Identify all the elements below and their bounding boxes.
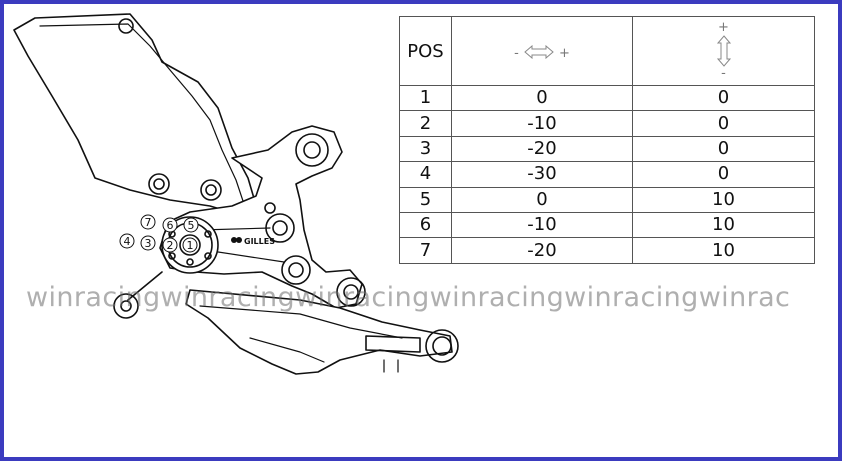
cell-horizontal: 0 — [451, 186, 633, 213]
svg-text:3: 3 — [145, 237, 152, 250]
cell-pos: 7 — [399, 237, 452, 264]
shift-lever-arm — [185, 289, 453, 375]
heel-guard-bolt-2 — [200, 179, 222, 201]
cell-pos: 6 — [399, 211, 452, 239]
table-row: 6 -10 10 — [399, 211, 815, 239]
pivot-bolt-lower — [281, 255, 311, 285]
header-vertical: + - — [632, 16, 815, 86]
horizontal-adjust-arrow-icon — [524, 44, 554, 60]
vertical-minus-label: - — [721, 66, 726, 81]
cell-horizontal: -10 — [451, 110, 633, 137]
marker-2: 2 — [162, 237, 178, 253]
cell-vertical: 10 — [632, 237, 815, 264]
header-horizontal: - + — [451, 16, 633, 86]
vertical-adjust-arrow-icon — [716, 35, 731, 67]
table-row: 5 0 10 — [399, 186, 815, 213]
cell-vertical: 0 — [632, 110, 815, 137]
lever-tip-knob — [425, 329, 459, 363]
cell-horizontal: -30 — [451, 161, 633, 188]
cell-pos: 4 — [399, 161, 452, 188]
svg-text:7: 7 — [145, 216, 152, 229]
marker-7: 7 — [140, 214, 156, 230]
table-row: 7 -20 10 — [399, 237, 815, 264]
cell-pos: 1 — [399, 84, 452, 112]
svg-text:1: 1 — [187, 239, 194, 252]
table-row: 1 0 0 — [399, 84, 815, 112]
marker-3: 3 — [140, 235, 156, 251]
marker-4: 4 — [119, 233, 135, 249]
cell-vertical: 0 — [632, 135, 815, 163]
table-row: 2 -10 0 — [399, 110, 815, 137]
cell-horizontal: 0 — [451, 84, 633, 112]
marker-5: 5 — [183, 217, 199, 233]
horizontal-minus-label: - — [514, 45, 519, 61]
svg-text:6: 6 — [167, 219, 174, 232]
cell-vertical: 10 — [632, 211, 815, 239]
cell-pos: 2 — [399, 110, 452, 137]
brand-logo: GILLES — [231, 237, 275, 246]
linkage-rod-end — [113, 293, 139, 319]
upper-mount-hole — [295, 133, 329, 167]
position-table: POS - + + - 1 0 0 2 -10 0 3 -20 0 4 -30 — [399, 16, 815, 264]
vertical-plus-label: + — [718, 20, 729, 35]
cell-pos: 5 — [399, 186, 452, 213]
header-pos: POS — [399, 16, 452, 86]
svg-text:2: 2 — [167, 239, 174, 252]
cell-pos: 3 — [399, 135, 452, 163]
marker-6: 6 — [162, 217, 178, 233]
lower-mount-hole — [336, 277, 366, 307]
marker-1: 1 — [182, 237, 198, 253]
cell-vertical: 10 — [632, 186, 815, 213]
cell-vertical: 0 — [632, 161, 815, 188]
svg-text:4: 4 — [124, 235, 131, 248]
cell-vertical: 0 — [632, 84, 815, 112]
horizontal-plus-label: + — [558, 45, 570, 61]
cell-horizontal: -20 — [451, 237, 633, 264]
heel-guard-plate — [13, 13, 259, 213]
cell-horizontal: -20 — [451, 135, 633, 163]
table-row: 4 -30 0 — [399, 161, 815, 188]
table-header-row: POS - + + - — [399, 16, 815, 86]
svg-text:GILLES: GILLES — [244, 237, 275, 246]
heel-guard-bolt-1 — [148, 173, 170, 195]
svg-text:5: 5 — [188, 219, 195, 232]
cell-horizontal: -10 — [451, 211, 633, 239]
table-row: 3 -20 0 — [399, 135, 815, 163]
